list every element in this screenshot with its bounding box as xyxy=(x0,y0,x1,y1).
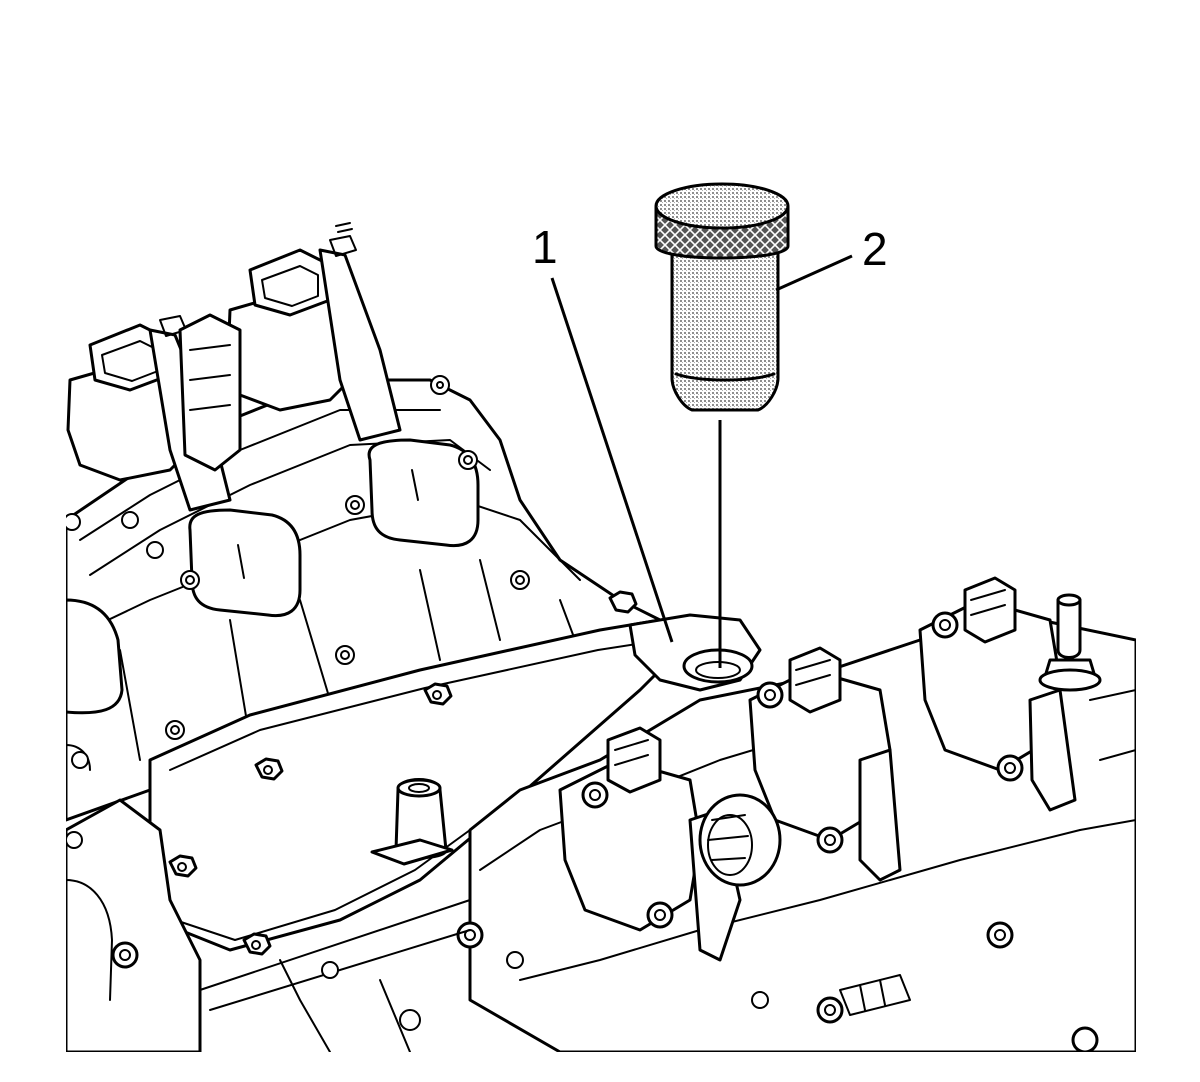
callout-leaders xyxy=(550,254,853,668)
engine-assembly xyxy=(66,222,1136,1052)
right-cylinder-bank xyxy=(456,576,1136,1052)
intake-port xyxy=(188,508,302,618)
installer-tool xyxy=(654,182,790,412)
intake-port xyxy=(367,438,480,548)
leader-line-1 xyxy=(550,277,674,643)
callout-1: 1 xyxy=(532,221,558,273)
coil-bracket xyxy=(66,313,450,531)
leader-line-2 xyxy=(775,254,853,292)
valve-cover xyxy=(148,590,762,956)
intake-port xyxy=(66,598,124,715)
lower-block xyxy=(66,744,471,1052)
ignition-coil-right-3 xyxy=(918,576,1077,812)
ignition-coil-right-2 xyxy=(748,646,902,882)
sensor-post xyxy=(1038,593,1102,692)
callout-2: 2 xyxy=(862,223,888,275)
valve-cover-bolts xyxy=(168,590,638,956)
right-bank-bolts xyxy=(456,611,1099,1052)
